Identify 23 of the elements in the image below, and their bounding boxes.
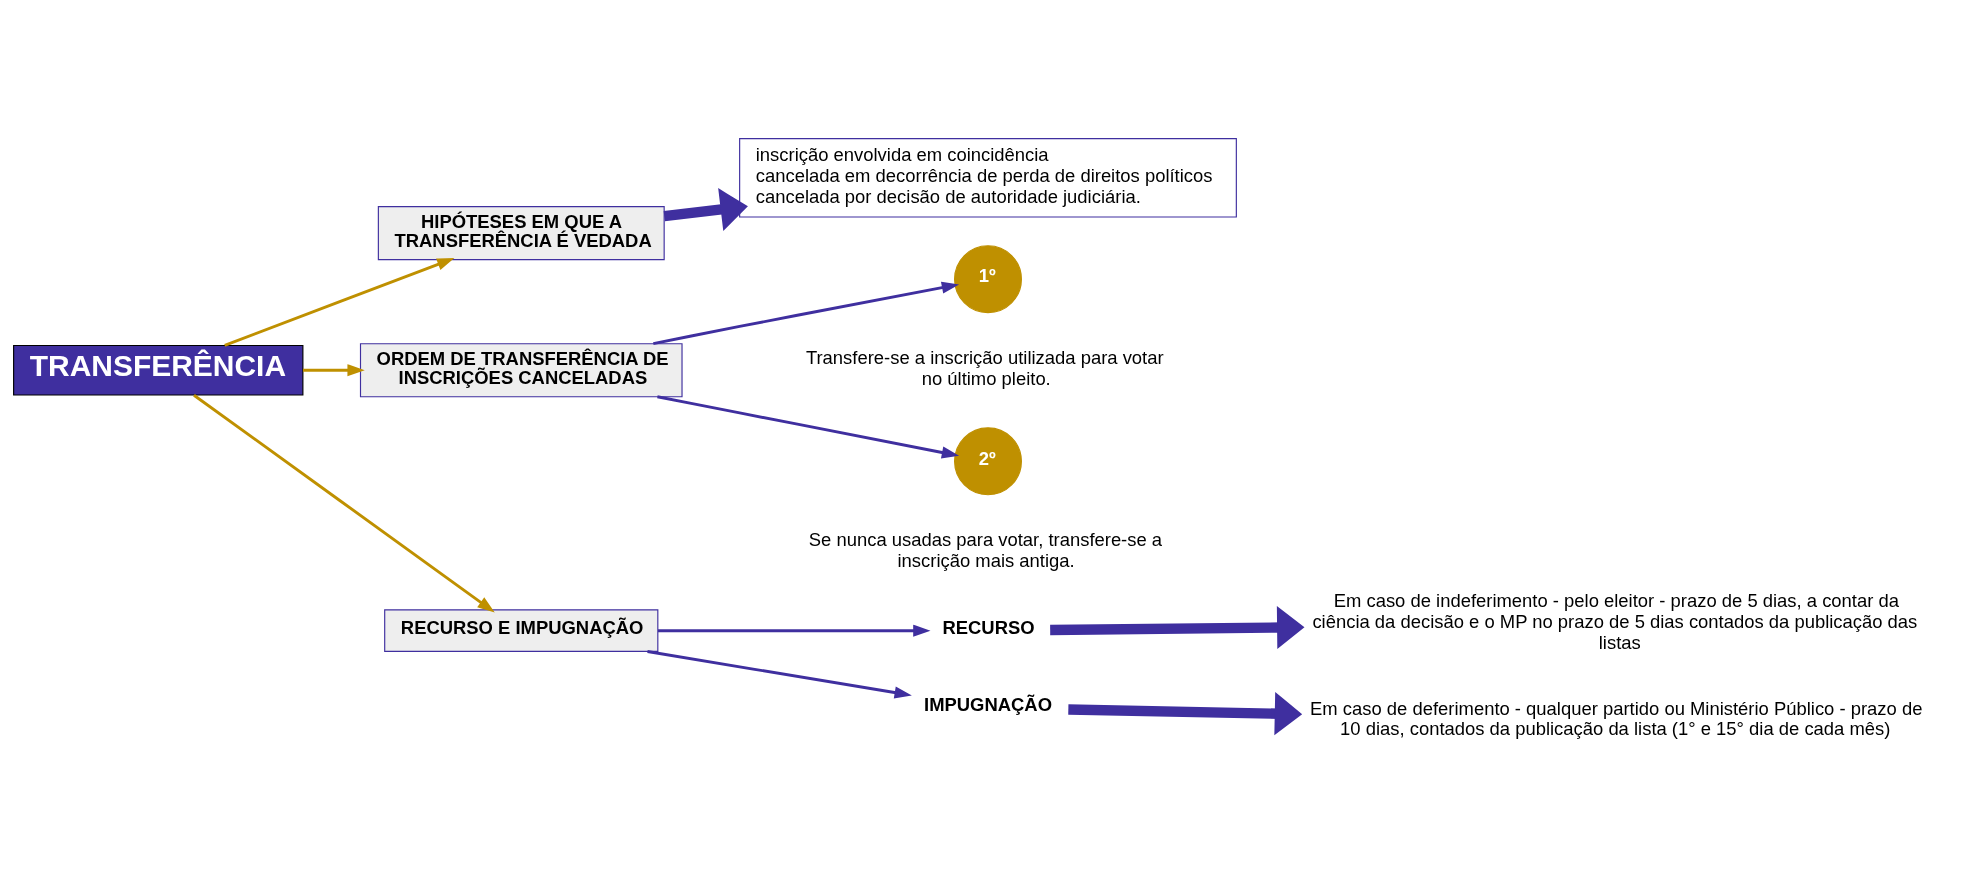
arrow xyxy=(1068,692,1303,736)
arrow xyxy=(193,394,495,613)
node-box: TRANSFERÊNCIA xyxy=(13,344,304,396)
node-box: HIPÓTESES EM QUE A TRANSFERÊNCIA É VEDADA xyxy=(377,206,665,261)
node-label: Transfere-se a inscrição utilizada para votar no último pleito. xyxy=(805,347,1164,389)
arrow xyxy=(303,364,365,377)
arrow xyxy=(658,624,931,637)
node-circle: 2º xyxy=(954,427,1022,496)
node-box: inscrição envolvida em coincidência cancelada em decorrência de perda de direitos políticos cancelada por decisão de autoridade judiciária. xyxy=(739,138,1237,218)
node-text: IMPUGNAÇÃO xyxy=(924,694,1052,716)
arrow xyxy=(1050,605,1305,650)
arrow xyxy=(657,395,960,459)
node-label: Se nunca usadas para votar, transfere-se a inscrição mais antiga. xyxy=(808,529,1163,572)
node-text: Em caso de deferimento - qualquer partido ou Ministério Público - prazo de 10 dias, contados da publicação da lista (1° e 15° dia de cada mês) xyxy=(1310,697,1923,740)
arrow xyxy=(224,258,455,347)
arrow xyxy=(663,188,748,231)
node-box: RECURSO E IMPUGNAÇÃO xyxy=(384,609,659,652)
node-text: RECURSO xyxy=(942,616,1035,638)
node-text: Em caso de indeferimento - pelo eleitor - prazo de 5 dias, a contar da ciência da decisão e o MP no prazo de 5 dias contados da publicação das listas xyxy=(1312,590,1918,653)
node-circle: 1º xyxy=(954,245,1022,314)
arrow xyxy=(653,281,960,346)
node-box: ORDEM DE TRANSFERÊNCIA DE INSCRIÇÕES CANCELADAS xyxy=(359,343,683,398)
arrow xyxy=(647,650,912,699)
